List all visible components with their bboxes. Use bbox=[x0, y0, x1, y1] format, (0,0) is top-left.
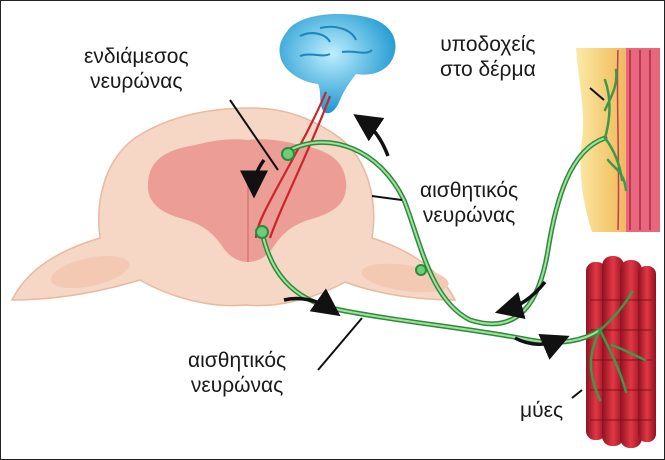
brain-icon bbox=[279, 14, 395, 113]
spinal-cord-cross-section bbox=[12, 108, 455, 306]
sensory-neuron-right-line1: αισθητικός bbox=[420, 178, 518, 203]
sensory-neuron-bottom-line2: νευρώνας bbox=[188, 373, 286, 398]
sensory-neuron-right-line2: νευρώνας bbox=[420, 203, 518, 228]
sensory-neuron-label-right: αισθητικός νευρώνας bbox=[420, 178, 518, 228]
muscle-fibers bbox=[586, 256, 656, 448]
interneuron-label-line2: νευρώνας bbox=[84, 69, 189, 94]
sensory-neuron-label-bottom: αισθητικός νευρώνας bbox=[188, 348, 286, 398]
interneuron-label-line1: ενδιάμεσος bbox=[84, 44, 189, 69]
sensory-neuron-bottom-line1: αισθητικός bbox=[188, 348, 286, 373]
skin-layers bbox=[576, 48, 660, 232]
skin-receptors-label-line2: στο δέρμα bbox=[440, 57, 536, 82]
skin-receptors-label: υποδοχείς στο δέρμα bbox=[440, 32, 536, 82]
skin-receptors-label-line1: υποδοχείς bbox=[440, 32, 536, 57]
interneuron-label: ενδιάμεσος νευρώνας bbox=[84, 44, 189, 94]
muscles-label: μύες bbox=[520, 398, 563, 423]
